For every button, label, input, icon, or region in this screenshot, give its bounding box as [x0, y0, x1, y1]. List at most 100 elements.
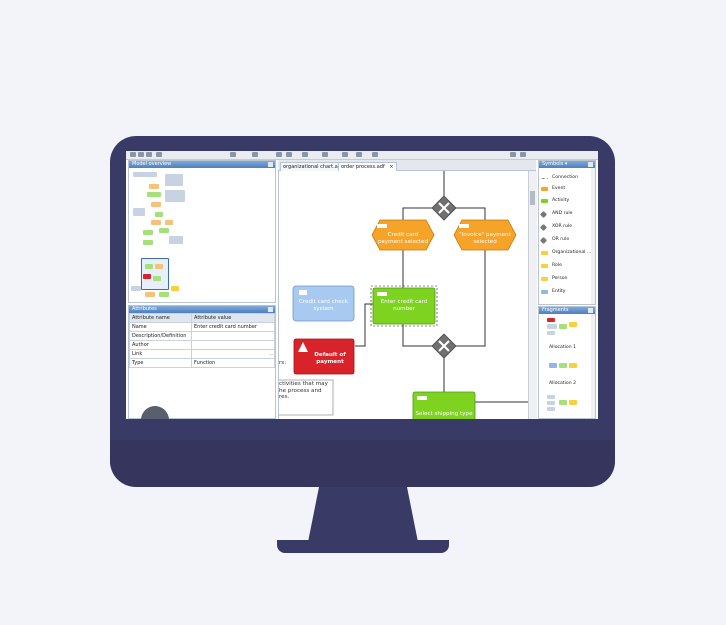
toolbar [126, 151, 598, 160]
copy-icon[interactable] [286, 152, 292, 157]
fragments-scrollbar[interactable] [591, 314, 595, 418]
attribute-row[interactable]: Link ... [129, 349, 275, 359]
attribute-value[interactable] [191, 331, 275, 341]
side-label: rs: [279, 360, 287, 366]
xor-gateway-bottom[interactable] [431, 333, 457, 359]
diagram-canvas[interactable]: Credit card payment selected "Invoice" p… [278, 160, 537, 419]
fragment-preview[interactable] [547, 318, 587, 336]
event-icon [541, 187, 548, 191]
mini-shape [547, 318, 555, 322]
mini-shape [151, 202, 161, 207]
event-invoice-label: "Invoice" payment selected [459, 232, 511, 245]
attribute-row[interactable]: Type Function [129, 358, 275, 368]
bottom-activity-shape[interactable] [412, 391, 476, 419]
xor-rule-icon [539, 223, 548, 232]
app-screen: Model overview [126, 151, 598, 419]
symbol-label: Role [552, 263, 562, 268]
attribute-name-header: Attribute name [129, 313, 192, 323]
attribute-value[interactable]: Function [191, 358, 275, 368]
attribute-row[interactable]: Description/Definition [129, 331, 275, 341]
mini-shape [133, 172, 157, 177]
or-rule-icon [539, 236, 548, 245]
zoom-icon[interactable] [230, 152, 236, 157]
activity-enter-shape[interactable] [372, 287, 436, 325]
mini-shape [165, 174, 183, 186]
connection-icon [541, 176, 548, 179]
symbol-label: XOR rule [552, 224, 573, 229]
attribute-name: Link [129, 349, 192, 359]
mini-shape [165, 190, 185, 202]
navigate-forward-icon[interactable] [520, 152, 526, 157]
overview-minimap[interactable] [129, 168, 275, 302]
mini-shape [145, 264, 153, 269]
attributes-panel: Attributes Attribute name Attribute valu… [128, 305, 276, 419]
xor-gateway-top[interactable] [431, 195, 457, 221]
note-shape [279, 379, 334, 416]
model-overview-title: Model overview [129, 161, 275, 168]
system-shape[interactable] [292, 285, 355, 322]
mini-shape [171, 286, 179, 291]
mini-shape [547, 331, 555, 335]
attribute-name: Author [129, 340, 192, 350]
color-icon[interactable] [356, 152, 362, 157]
print-icon[interactable] [302, 152, 308, 157]
export-icon[interactable] [372, 152, 378, 157]
symbols-scrollbar[interactable] [591, 168, 595, 304]
panel-close-icon[interactable] [268, 162, 273, 167]
symbol-label: Connection [552, 175, 578, 180]
panel-close-icon[interactable] [588, 162, 593, 167]
mini-shape [569, 322, 577, 327]
symbol-label: Entity [552, 289, 566, 294]
event-credit-label: Credit card payment selected [377, 232, 429, 245]
fragment-preview[interactable] [547, 395, 583, 413]
document-tabs: organizational chart.adf order process.a… [278, 160, 536, 171]
tab-organizational-chart[interactable]: organizational chart.adf [280, 162, 346, 171]
scrollbar-thumb[interactable] [530, 191, 535, 205]
new-icon[interactable] [130, 152, 136, 157]
attribute-name: Name [129, 322, 192, 332]
mini-shape [147, 192, 161, 197]
panel-close-icon[interactable] [588, 308, 593, 313]
layout-icon[interactable] [252, 152, 258, 157]
default-payment-shape[interactable] [293, 338, 355, 375]
event-credit-shape[interactable] [371, 219, 435, 251]
activity-icon [541, 199, 548, 203]
panel-close-icon[interactable] [268, 307, 273, 312]
link-browse-button[interactable]: ... [269, 351, 273, 356]
flow-connector[interactable] [454, 207, 486, 220]
mini-shape [143, 274, 151, 279]
open-icon[interactable] [138, 152, 144, 157]
cut-icon[interactable] [276, 152, 282, 157]
fragments-panel: Fragments Allocation 1 Allocation 2 [538, 306, 596, 419]
attribute-row[interactable]: Author [129, 340, 275, 350]
fragment-label[interactable]: Allocation 2 [549, 381, 577, 386]
role-icon [541, 264, 548, 268]
tab-order-process[interactable]: order process.adf × [338, 162, 397, 171]
fragment-preview[interactable] [549, 363, 585, 369]
save-icon[interactable] [146, 152, 152, 157]
attribute-value[interactable] [191, 340, 275, 350]
attribute-row[interactable]: Name Enter credit card number [129, 322, 275, 332]
symbols-title[interactable]: Symbols ▾ [539, 161, 595, 168]
canvas-scrollbar[interactable] [528, 171, 537, 419]
symbol-label: Event [552, 186, 566, 191]
mini-shape [169, 236, 183, 244]
align-icon[interactable] [322, 152, 328, 157]
attributes-title: Attributes [129, 306, 275, 313]
mini-shape [547, 407, 555, 411]
flow-connector[interactable] [402, 207, 434, 220]
flow-connector[interactable] [355, 303, 373, 347]
attribute-value[interactable]: Enter credit card number [191, 322, 275, 332]
system-icon [299, 290, 307, 295]
entity-icon [541, 290, 548, 294]
navigate-back-icon[interactable] [510, 152, 516, 157]
event-invoice-shape[interactable] [453, 219, 517, 251]
undo-icon[interactable] [156, 152, 162, 157]
format-icon[interactable] [342, 152, 348, 157]
tab-close-icon[interactable]: × [389, 164, 394, 170]
mini-shape [165, 220, 173, 225]
flow-connector[interactable] [454, 250, 486, 347]
fragment-label[interactable]: Allocation 1 [549, 345, 577, 350]
mini-shape [155, 264, 163, 269]
attribute-value[interactable]: ... [191, 349, 275, 359]
